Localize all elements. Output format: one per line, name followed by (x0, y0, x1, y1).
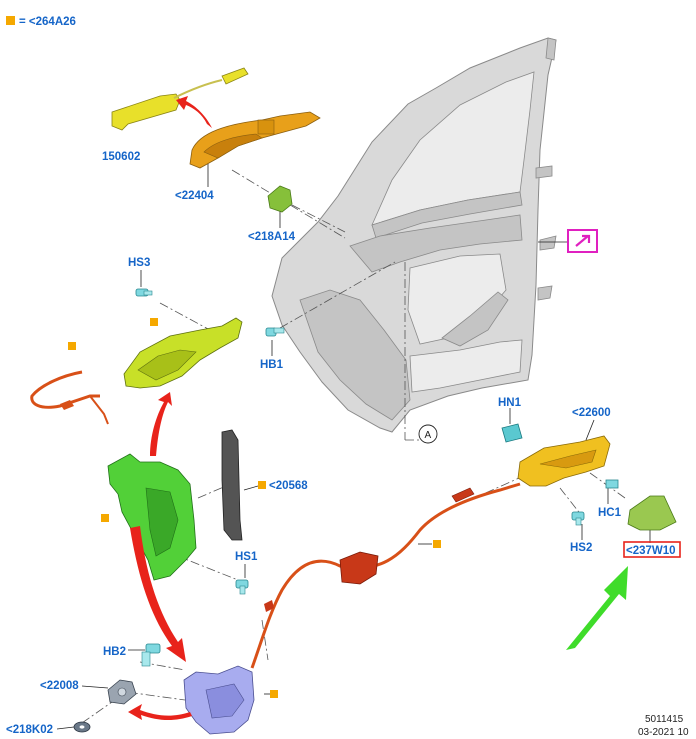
screw-hs1-part[interactable] (235, 579, 249, 595)
exterior-handle-part[interactable] (189, 111, 321, 169)
clip-218a14-part[interactable] (267, 185, 293, 213)
figure-code: 5011415 (645, 714, 684, 725)
label-hs3[interactable]: HS3 (128, 257, 150, 269)
interior-handle-part[interactable] (517, 435, 611, 487)
label-22600[interactable]: <22600 (572, 407, 611, 419)
label-218a14[interactable]: <218A14 (248, 231, 296, 243)
reference-markers (68, 318, 441, 698)
latch-bracket-part[interactable] (107, 453, 197, 581)
striker-part[interactable] (107, 679, 137, 705)
part-labels: 150602 <22404 <218A14 HS3 HB1 <20568 HS1… (6, 151, 676, 736)
external-link-icon[interactable] (567, 229, 598, 253)
red-arrows (128, 96, 212, 721)
label-hc1[interactable]: HC1 (598, 507, 622, 519)
legend-text: = <264A26 (19, 16, 76, 28)
arrow-handle-to-pad (176, 96, 212, 128)
bolt-hb2-part[interactable] (141, 643, 161, 667)
green-indicator-arrow (566, 566, 628, 650)
door-shell (271, 37, 557, 433)
trim-cover-part[interactable] (627, 495, 677, 531)
washer-part[interactable] (73, 721, 91, 733)
door-latch-part[interactable] (183, 665, 255, 735)
screw-hs2-part[interactable] (571, 511, 585, 526)
leader-lines (56, 162, 651, 730)
label-237w10[interactable]: <237W10 (626, 545, 676, 557)
legend-square (6, 16, 15, 25)
label-218k02[interactable]: <218K02 (6, 724, 53, 736)
label-22404[interactable]: <22404 (175, 190, 214, 202)
bolt-hb1-part[interactable] (265, 327, 285, 337)
release-cable-main-part[interactable] (250, 482, 521, 669)
svg-text:A: A (425, 430, 432, 441)
arrow-bracket-to-latch (130, 526, 186, 662)
label-20568[interactable]: <20568 (269, 480, 308, 492)
handle-pad-part[interactable] (111, 67, 249, 131)
figure-date: 03-2021 10 (638, 727, 689, 738)
handle-frame-part[interactable] (123, 317, 243, 389)
clip-hn1-part[interactable] (501, 423, 523, 443)
highlight-box (623, 541, 681, 558)
screw-hs3-part[interactable] (135, 288, 153, 297)
arrow-bracket-to-frame (150, 392, 172, 456)
label-hn1[interactable]: HN1 (498, 397, 522, 409)
label-150602[interactable]: 150602 (102, 151, 140, 163)
clip-hc1-part[interactable] (605, 479, 619, 489)
label-hs1[interactable]: HS1 (235, 551, 258, 563)
label-hs2[interactable]: HS2 (570, 542, 592, 554)
callout-a[interactable]: A (418, 424, 438, 444)
label-hb2[interactable]: HB2 (103, 646, 126, 658)
seal-strip-part[interactable] (221, 429, 243, 541)
label-22008[interactable]: <22008 (40, 680, 79, 692)
release-cable-left-part[interactable] (30, 370, 109, 425)
label-hb1[interactable]: HB1 (260, 359, 284, 371)
arrow-latch-to-striker (128, 704, 192, 721)
